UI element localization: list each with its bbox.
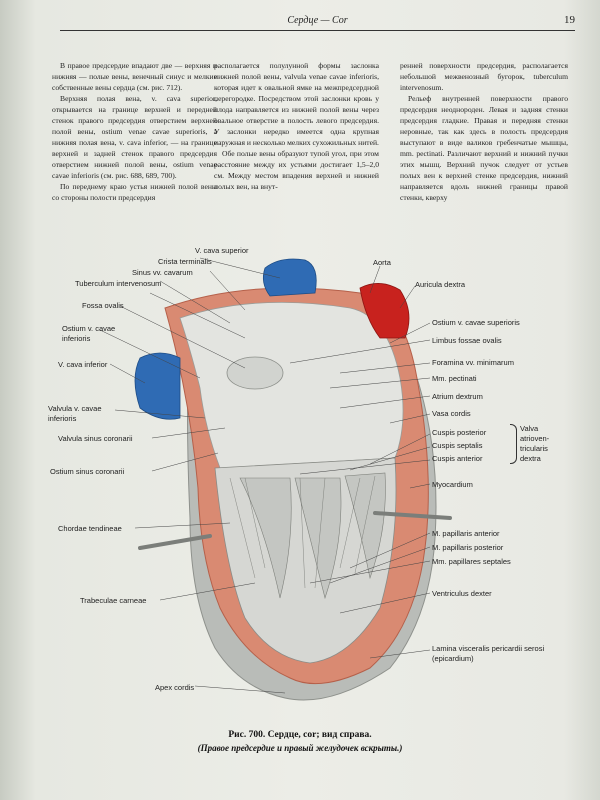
- label-myocardium: Myocardium: [432, 480, 473, 489]
- label-trabeculae-carneae: Trabeculae carneae: [80, 596, 147, 605]
- label-sinus-vv-cavarum: Sinus vv. cavarum: [132, 268, 193, 277]
- label-ostium-sinus-coronarii: Ostium sinus coronarii: [50, 467, 125, 476]
- paragraph: ренней поверхности предсердия, располага…: [400, 61, 568, 92]
- v-cava-inferior-shape: [134, 352, 181, 420]
- label-papillares-septales: Mm. papillares septales: [432, 557, 511, 566]
- label-cuspis-anterior: Cuspis anterior: [432, 454, 483, 463]
- label-mm-pectinati: Mm. pectinati: [432, 374, 477, 383]
- label-v-cava-superior: V. cava superior: [195, 246, 249, 255]
- label-auricula-dextra: Auricula dextra: [415, 280, 466, 289]
- text-column-1: В правое предсердие впадают две — верхня…: [52, 60, 217, 203]
- figure-caption-note: (Правое предсердие и правый желудочек вс…: [197, 743, 403, 753]
- label-ventriculus-dexter: Ventriculus dexter: [432, 589, 492, 598]
- label-valva-3: tricularis: [520, 444, 548, 453]
- label-valva-2: atrioven-: [520, 434, 550, 443]
- paragraph: По переднему краю устья нижней полой вен…: [52, 182, 217, 202]
- v-cava-superior-shape: [262, 258, 317, 297]
- label-vasa-cordis: Vasa cordis: [432, 409, 471, 418]
- paragraph: Обе полые вены образуют тупой угол, при …: [214, 149, 379, 191]
- running-head: Сердце — Cor 19: [60, 14, 575, 31]
- label-foramina-vv-minimarum: Foramina vv. minimarum: [432, 358, 514, 367]
- label-ostium-vcavae-inf: Ostium v. cavae: [62, 324, 116, 333]
- label-valvula-v-cavae: Valvula v. cavae: [48, 404, 102, 413]
- fossa-ovalis-shape: [226, 356, 284, 390]
- label-chordae-tendineae: Chordae tendineae: [58, 524, 122, 533]
- paragraph: Рельеф внутренней поверхности правого пр…: [400, 94, 568, 202]
- aorta-shape: [359, 283, 410, 339]
- valva-brace: [510, 424, 517, 464]
- cuspis-shape: [294, 477, 342, 600]
- label-fossa-ovalis: Fossa ovalis: [82, 301, 124, 310]
- heart-drawing: [99, 257, 452, 701]
- paragraph: Верхняя полая вена, v. cava superior, от…: [52, 94, 217, 180]
- page-number: 19: [564, 14, 575, 26]
- label-aorta: Aorta: [373, 258, 391, 267]
- figure-caption: Рис. 700. Сердце, cor; вид справа.: [228, 730, 372, 740]
- paragraph: В правое предсердие впадают две — верхня…: [52, 61, 217, 92]
- cuspis-shape: [239, 477, 292, 599]
- label-apex-cordis: Apex cordis: [155, 683, 195, 692]
- label-cuspis-septalis: Cuspis septalis: [432, 441, 483, 450]
- label-valva: Valva: [520, 424, 539, 433]
- label-papillaris-anterior: M. papillaris anterior: [432, 529, 500, 538]
- label-cuspis-posterior: Cuspis posterior: [432, 428, 487, 437]
- running-head-title: Сердце — Cor: [287, 15, 348, 26]
- paragraph: располагается полулунной формы заслонка …: [214, 61, 379, 147]
- label-ostium-vcavae-inf-2: inferioris: [62, 334, 91, 343]
- label-papillaris-posterior: M. papillaris posterior: [432, 543, 504, 552]
- label-crista-terminalis: Crista terminalis: [158, 257, 212, 266]
- label-valvula-sinus-coronarii: Valvula sinus coronarii: [58, 434, 133, 443]
- label-ostium-vcavae-sup: Ostium v. cavae superioris: [432, 318, 520, 327]
- label-lamina-visceralis: Lamina visceralis pericardii serosi: [432, 644, 545, 653]
- label-tuberculum-intervenosum: Tuberculum intervenosum: [75, 279, 162, 288]
- text-column-3: ренней поверхности предсердия, располага…: [400, 60, 568, 203]
- label-valva-4: dextra: [520, 454, 541, 463]
- text-column-2: располагается полулунной формы заслонка …: [214, 60, 379, 192]
- probe-rods: [138, 511, 452, 550]
- label-epicardium: (epicardium): [432, 654, 474, 663]
- heart-illustration: V. cava superior Crista terminalis Sinus…: [40, 238, 580, 718]
- label-v-cava-inferior: V. cava inferior: [58, 360, 108, 369]
- label-limbus-fossae-ovalis: Limbus fossae ovalis: [432, 336, 502, 345]
- atrium-interior: [179, 301, 404, 469]
- leader-lines: [99, 257, 431, 694]
- chordae-lines: [229, 475, 376, 589]
- label-atrium-dextrum: Atrium dextrum: [432, 392, 483, 401]
- label-valvula-v-cavae-2: inferioris: [48, 414, 77, 423]
